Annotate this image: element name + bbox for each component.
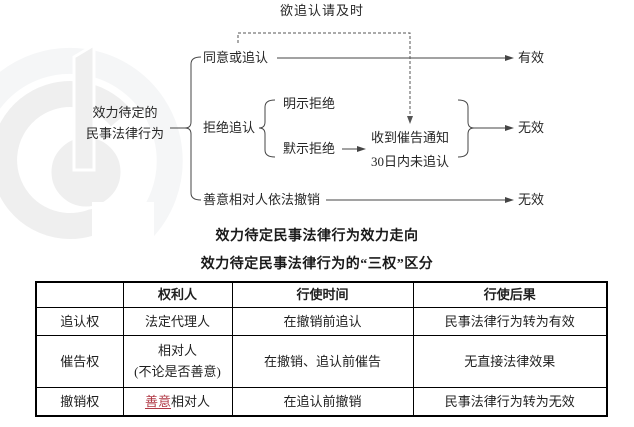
arrow-right-icon: [505, 125, 514, 131]
flow-notice-node: 收到催告通知 30日内未追认: [371, 126, 449, 174]
holder-highlight: 善意: [144, 393, 171, 409]
holder-main: 相对人: [171, 393, 211, 409]
row-holder: 相对人 (不论是否善意): [122, 334, 233, 388]
header-holder: 权利人: [122, 281, 233, 308]
table-title: 效力待定民事法律行为的“三权”区分: [200, 257, 434, 272]
flow-root-node: 效力待定的 民事法律行为: [58, 102, 192, 144]
row-name: 催告权: [35, 334, 124, 388]
flow-branch-refuse: 拒绝追认: [203, 120, 256, 135]
holder-note: (不论是否善意): [134, 364, 221, 379]
row-name: 追认权: [35, 306, 124, 336]
flow-result-valid: 有效: [518, 50, 545, 65]
header-result: 行使后果: [412, 281, 608, 308]
row-holder: 法定代理人: [122, 306, 233, 336]
three-rights-table: 权利人 行使时间 行使后果 追认权 法定代理人 在撤销前追认 民事法律行为转为有…: [35, 281, 608, 417]
flow-result-invalid-bottom: 无效: [518, 192, 545, 207]
row-holder: 善意相对人: [122, 386, 233, 417]
row-result: 民事法律行为转为无效: [412, 386, 608, 417]
flow-result-invalid-mid: 无效: [518, 120, 545, 135]
table-header-row: 权利人 行使时间 行使后果: [35, 281, 608, 308]
header-empty-cell: [35, 281, 124, 308]
arrow-down-icon: [407, 116, 413, 124]
arrow-right-icon: [505, 197, 514, 203]
flow-root-line2: 民事法律行为: [85, 126, 164, 141]
row-result: 无直接法律效果: [412, 334, 608, 388]
flow-diagram-title: 效力待定民事法律行为效力走向: [215, 229, 419, 244]
flow-top-note: 欲追认请及时: [280, 3, 365, 18]
flow-notice-line2: 30日内未追认: [371, 154, 450, 169]
table-row: 追认权 法定代理人 在撤销前追认 民事法律行为转为有效: [35, 306, 608, 336]
row-result: 民事法律行为转为有效: [412, 306, 608, 336]
header-time: 行使时间: [231, 281, 414, 308]
flow-refuse-implied: 默示拒绝: [283, 141, 336, 156]
table-row: 撤销权 善意相对人 在追认前撤销 民事法律行为转为无效: [35, 386, 608, 417]
row-time: 在撤销、追认前催告: [231, 334, 414, 388]
holder-main: 相对人: [157, 343, 197, 358]
row-name: 撤销权: [35, 386, 124, 417]
table-row: 催告权 相对人 (不论是否善意) 在撤销、追认前催告 无直接法律效果: [35, 334, 608, 388]
row-time: 在撤销前追认: [231, 306, 414, 336]
flow-notice-line1: 收到催告通知: [371, 130, 450, 145]
row-time: 在追认前撤销: [231, 386, 414, 417]
flow-root-line1: 效力待定的: [92, 105, 158, 120]
flow-refuse-express: 明示拒绝: [283, 96, 336, 111]
arrow-right-icon: [357, 146, 366, 152]
flow-branch-revoke: 善意相对人依法撤销: [203, 192, 321, 207]
arrow-right-icon: [505, 55, 514, 61]
flow-branch-agree: 同意或追认: [203, 50, 269, 65]
